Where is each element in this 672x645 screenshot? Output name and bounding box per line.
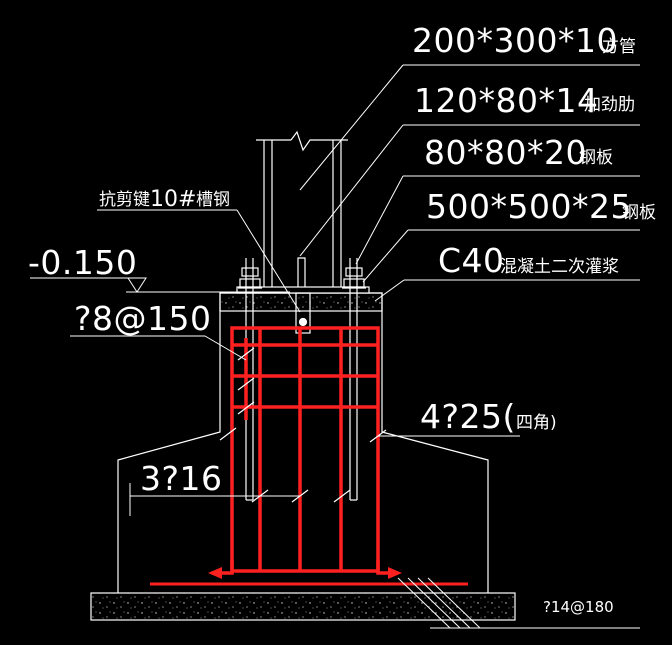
shear-key-mark-label: # — [178, 187, 196, 212]
grout-layer — [219, 292, 383, 312]
bottom-bars-label: ?14@180 — [543, 598, 614, 616]
leader-lines — [30, 64, 640, 629]
corner-bars-label: 4?25( — [420, 397, 516, 436]
grout-grade-label: C40 — [438, 241, 505, 280]
rebar-cage — [230, 326, 380, 573]
blinding-layer — [90, 592, 516, 621]
plate80-name-label: 钢板 — [579, 148, 613, 168]
shear-key — [295, 292, 311, 334]
plate80-dim-label: 80*80*20 — [424, 133, 587, 172]
stirrup-label: ?8@150 — [74, 299, 212, 338]
stiffener-rib — [297, 257, 306, 287]
stiffener-dim-label: 120*80*14 — [414, 81, 598, 120]
leader-ticks — [219, 347, 387, 503]
baseplate-name-label: 钢板 — [622, 203, 656, 223]
corner-note-label: 四角) — [516, 413, 557, 433]
stiffener-name-label: 加劲肋 — [584, 95, 635, 115]
tube-name-label: 方管 — [602, 37, 636, 57]
shear-key-name-label: 抗剪键 — [99, 190, 150, 210]
tube-dim-label: 200*300*10 — [412, 21, 618, 60]
baseplate-dim-label: 500*500*25 — [426, 187, 632, 226]
shear-key-type-label: 槽钢 — [196, 190, 230, 210]
rebar-hook-tips — [208, 567, 402, 579]
elevation-label: -0.150 — [28, 243, 137, 282]
side-bars-label: 3?16 — [140, 459, 223, 498]
shear-key-num-label: 10 — [150, 187, 178, 212]
grout-name-label: 混凝土二次灌浆 — [500, 257, 619, 277]
bottom-rebar-leaders — [397, 577, 481, 629]
anchor-bolt-right — [342, 258, 366, 501]
foundation-outline — [117, 292, 489, 593]
